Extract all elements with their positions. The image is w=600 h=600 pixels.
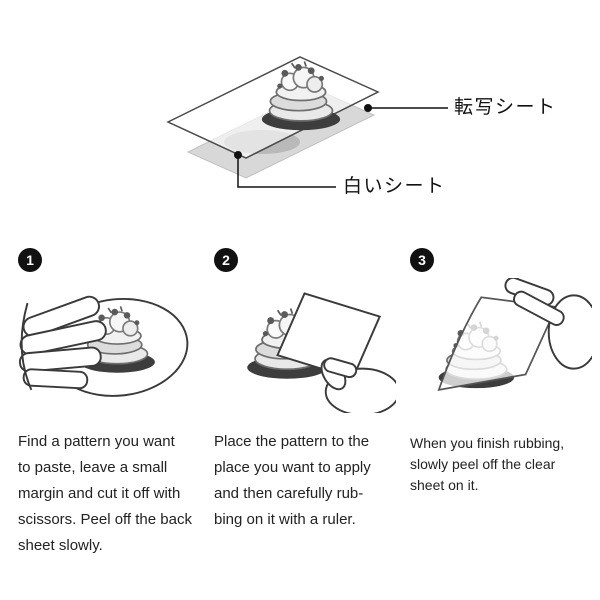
- white-callout-line: [237, 155, 336, 188]
- step3-number-badge: 3: [410, 248, 434, 272]
- step-1: 1 Find a pattern you want to paste, leav…: [18, 248, 200, 559]
- step3-line: sheet on it.: [410, 477, 479, 493]
- step1-line: sheet slowly.: [18, 537, 103, 554]
- step1-line: to paste, leave a small: [18, 459, 168, 476]
- step2-line: bing on it with a ruler.: [214, 511, 356, 528]
- step-3: 3 When you finish rubbing, slowly peel o…: [410, 248, 592, 559]
- step1-number-badge: 1: [18, 248, 42, 272]
- transfer-sheet-label: 転写シート: [454, 97, 557, 118]
- step3-line: When you finish rubbing,: [410, 435, 565, 451]
- white-sheet-label: 白いシート: [343, 176, 446, 197]
- step2-text: Place the pattern to the place you want …: [214, 429, 396, 533]
- step-2: 2 Place the pattern to the place you wan…: [214, 248, 396, 559]
- step1-line: margin and cut it off with: [18, 485, 181, 502]
- step1-illustration: [18, 295, 189, 397]
- steps-row: 1 Find a pattern you want to paste, leav…: [0, 248, 600, 559]
- step3-line: slowly peel off the clear: [410, 456, 556, 472]
- step2-line: place you want to apply: [214, 459, 371, 476]
- step2-illustration: [246, 292, 396, 413]
- step3-illustration: [437, 278, 592, 391]
- sheets-illustration: [166, 56, 448, 188]
- step2-number-badge: 2: [214, 248, 238, 272]
- step1-line: Find a pattern you want: [18, 433, 175, 450]
- step2-line: and then carefully rub-: [214, 485, 364, 502]
- sheets-diagram: 転写シート 白いシート: [0, 0, 600, 240]
- step3-text: When you finish rubbing, slowly peel off…: [410, 433, 592, 496]
- step1-line: scissors. Peel off the back: [18, 511, 192, 528]
- step1-text: Find a pattern you want to paste, leave …: [18, 429, 200, 559]
- step2-line: Place the pattern to the: [214, 433, 370, 450]
